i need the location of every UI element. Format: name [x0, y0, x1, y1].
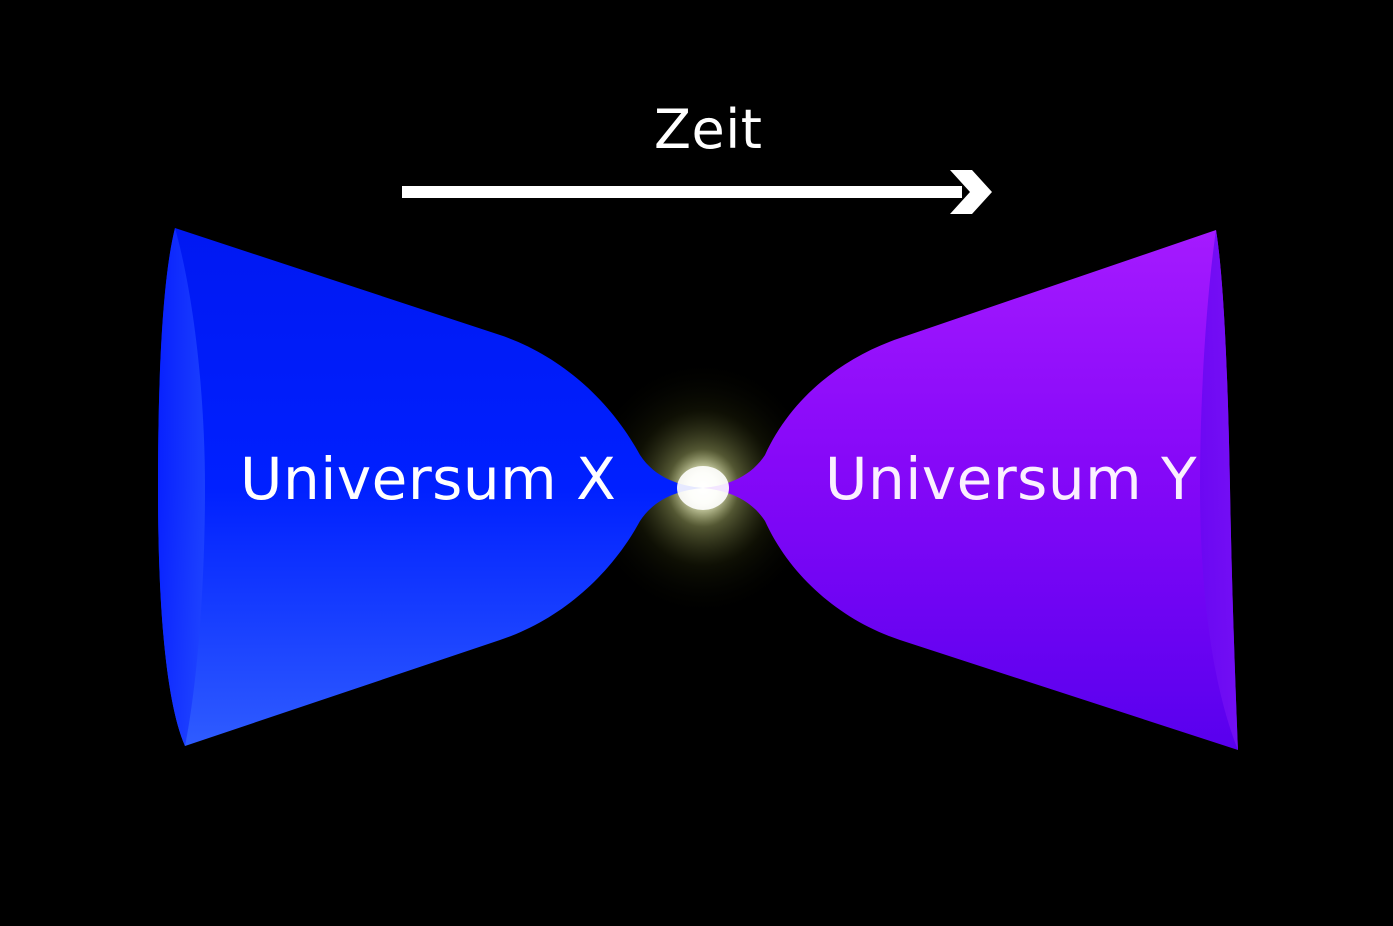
universe-y-funnel — [703, 230, 1238, 750]
universe-x-label: Universum X — [240, 445, 617, 513]
universe-x-funnel — [158, 228, 703, 746]
junction-core-glow — [677, 466, 729, 510]
time-axis-label: Zeit — [654, 98, 763, 161]
universe-y-label: Universum Y — [825, 445, 1198, 513]
time-arrow-icon — [402, 170, 992, 214]
